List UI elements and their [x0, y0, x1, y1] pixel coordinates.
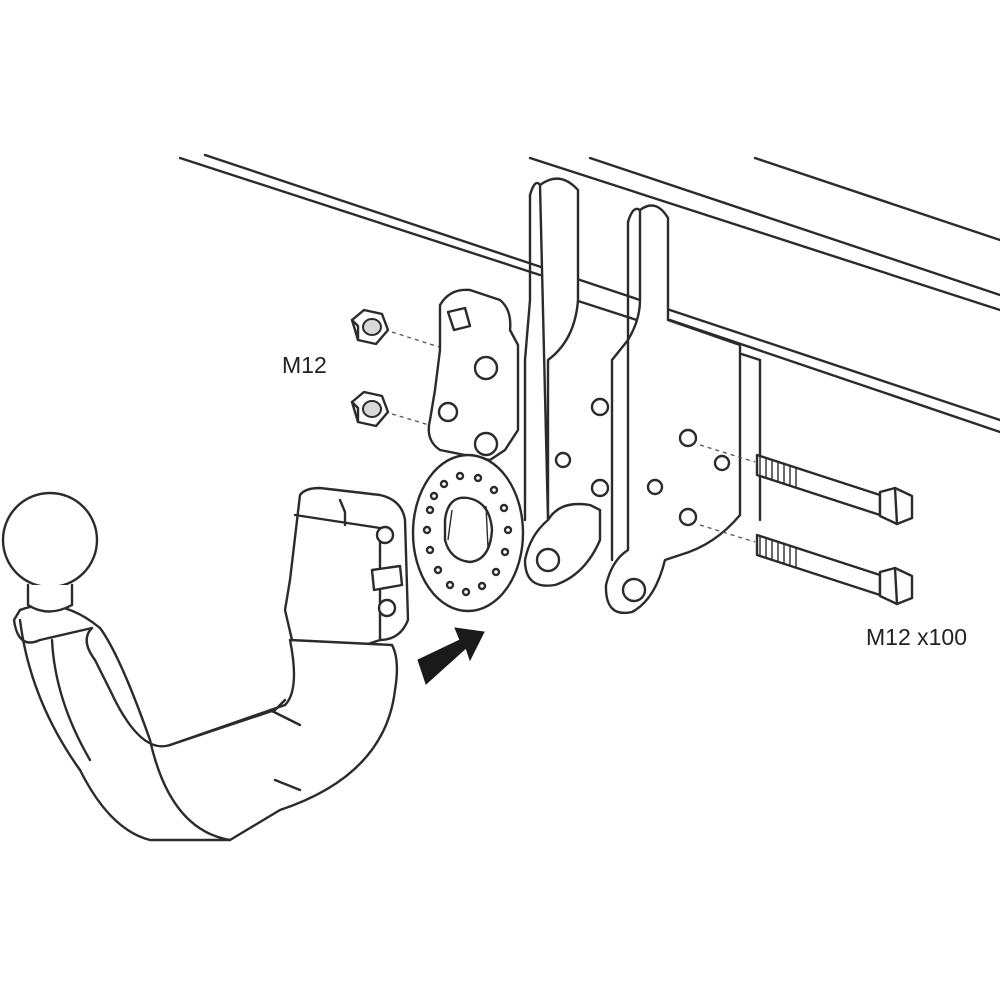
- insert-direction-arrow: [417, 627, 485, 685]
- bolt-size-label: M12 x100: [866, 624, 968, 650]
- nut-upper: [350, 308, 481, 361]
- rotating-disc: [411, 453, 525, 613]
- bolt-lower: [699, 524, 914, 606]
- left-vehicle-bracket: [523, 177, 610, 587]
- bolt-upper: [699, 444, 914, 526]
- mounting-plate: [427, 288, 520, 462]
- nut-size-label: M12: [282, 352, 327, 378]
- vehicle-crossmember: [178, 153, 1000, 522]
- right-vehicle-bracket: [604, 204, 742, 615]
- nut-lower: [350, 390, 481, 441]
- detachable-ball-hitch: [1, 486, 410, 842]
